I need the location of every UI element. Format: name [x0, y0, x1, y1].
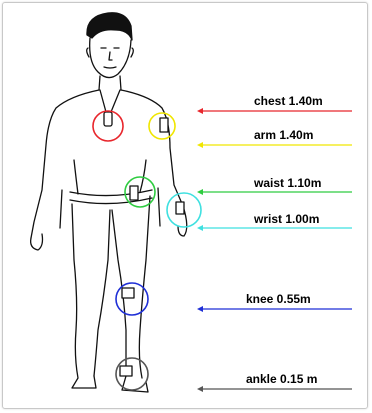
waist-label: waist 1.10m: [254, 176, 321, 190]
head: [90, 38, 131, 78]
arm-label: arm 1.40m: [254, 128, 313, 142]
ankle-label: ankle 0.15 m: [246, 372, 317, 386]
knee-label: knee 0.55m: [246, 292, 311, 306]
torso-outline: [31, 90, 99, 238]
wrist-label: wrist 1.00m: [254, 212, 319, 226]
chest-label: chest 1.40m: [254, 94, 323, 108]
left-leg: [72, 204, 96, 388]
hair: [87, 13, 132, 40]
